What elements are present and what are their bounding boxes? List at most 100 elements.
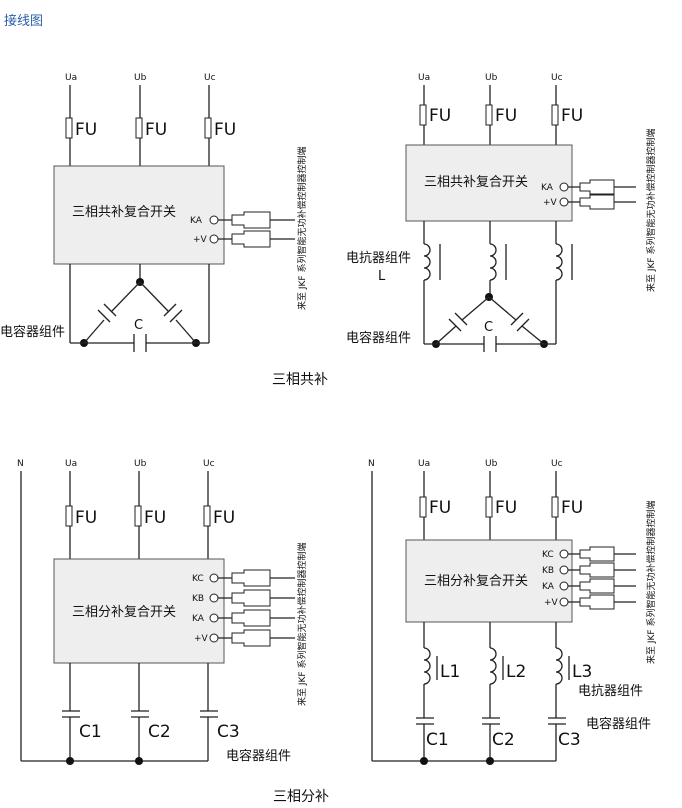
phase-label-uc: Uc <box>551 73 563 83</box>
page-title: 接线图 <box>4 14 44 29</box>
port-ka-terminal <box>209 613 219 623</box>
fuse-icon <box>135 117 143 139</box>
fuse-icon <box>204 117 212 139</box>
phase-label-ub: Ub <box>485 73 498 83</box>
diagram-top-left: Ua Ub Uc FU FU FU 三相共补复合开关 KA +V 来至 JKF … <box>0 73 308 352</box>
fuse-label: FU <box>144 508 166 528</box>
fuse-icon <box>419 104 427 126</box>
signal-arrow-icon <box>231 589 271 607</box>
capacitor-label-c3: C3 <box>558 730 581 750</box>
signal-arrow-icon <box>231 230 271 248</box>
switch-label: 三相共补复合开关 <box>424 175 528 190</box>
signal-arrow-icon <box>579 562 615 578</box>
cap-group-label: 电容器组件 <box>586 716 651 732</box>
capacitor-label: C <box>484 320 493 335</box>
fuse-icon <box>134 505 142 527</box>
neutral-label: N <box>368 459 375 469</box>
fuse-icon <box>485 496 493 518</box>
fuse-icon <box>65 505 73 527</box>
port-v-terminal <box>559 197 569 207</box>
port-kc-label: KC <box>542 550 554 560</box>
signal-arrow-icon <box>579 546 615 562</box>
fuse-label: FU <box>429 498 451 518</box>
fuse-label: FU <box>145 120 167 140</box>
phase-label-ub: Ub <box>134 73 147 83</box>
fuse-label: FU <box>429 106 451 126</box>
cap-group-label: 电容器组件 <box>226 748 291 764</box>
fuse-icon <box>551 104 559 126</box>
signal-arrow-icon <box>231 609 271 627</box>
junction-dot <box>66 757 74 765</box>
diagram-top-right: Ua Ub Uc FU FU FU 三相共补复合开关 KA +V 来至 JKF … <box>346 73 657 352</box>
caption-split: 三相分补 <box>273 789 329 805</box>
signal-arrow-icon <box>579 578 615 594</box>
fuse-label: FU <box>495 498 517 518</box>
phase-label-uc: Uc <box>551 459 563 469</box>
controller-note: 来至 JKF 系列智能无功补偿控制器控制端 <box>645 129 657 292</box>
fuse-icon <box>203 505 211 527</box>
controller-note: 来至 JKF 系列智能无功补偿控制器控制端 <box>296 147 308 310</box>
reactor-label-l1: L1 <box>440 662 460 682</box>
neutral-label: N <box>17 459 24 469</box>
port-kb-terminal <box>559 565 569 575</box>
diagram-bottom-left: N Ua Ub Uc FU FU FU 三相分补复合开关 KC KB KA +V… <box>17 459 308 765</box>
reactor-label-l2: L2 <box>506 662 526 682</box>
port-v-label: +V <box>193 235 208 245</box>
fuse-label: FU <box>75 508 97 528</box>
phase-label-ua: Ua <box>65 459 77 469</box>
signal-arrow-icon <box>231 211 271 229</box>
fuse-label: FU <box>561 106 583 126</box>
capacitor-label: C <box>134 318 143 333</box>
caption-common: 三相共补 <box>272 372 328 388</box>
inductor-icon <box>423 647 431 685</box>
port-ka-label: KA <box>541 183 554 193</box>
fuse-label: FU <box>495 106 517 126</box>
signal-arrow-icon <box>579 194 615 210</box>
signal-arrow-icon <box>579 179 615 195</box>
inductor-icon <box>489 243 497 281</box>
switch-label: 三相分补复合开关 <box>424 574 528 589</box>
capacitor-label-c1: C1 <box>426 730 449 750</box>
fuse-label: FU <box>561 498 583 518</box>
port-ka-terminal <box>209 215 219 225</box>
phase-label-ub: Ub <box>485 459 498 469</box>
phase-label-ua: Ua <box>65 73 77 83</box>
inductor-icon <box>555 243 563 281</box>
phase-label-ua: Ua <box>418 459 430 469</box>
port-ka-terminal <box>559 182 569 192</box>
inductor-icon <box>555 647 563 685</box>
reactor-label-l3: L3 <box>572 662 592 682</box>
reactor-label: L <box>378 269 386 284</box>
reactor-group-label: 电抗器组件 <box>578 684 643 699</box>
port-ka-label: KA <box>542 582 555 592</box>
port-kc-label: KC <box>192 574 204 584</box>
phase-label-uc: Uc <box>203 459 215 469</box>
fuse-label: FU <box>75 120 97 140</box>
fuse-label: FU <box>214 120 236 140</box>
composite-switch-box <box>53 165 225 265</box>
fuse-icon <box>551 496 559 518</box>
controller-note: 来至 JKF 系列智能无功补偿控制器控制端 <box>645 501 657 664</box>
inductor-icon <box>489 647 497 685</box>
inductor-icon <box>423 243 431 281</box>
capacitor-label-c2: C2 <box>492 730 515 750</box>
switch-label: 三相分补复合开关 <box>72 605 176 620</box>
capacitor-label-c3: C3 <box>217 722 240 742</box>
port-ka-label: KA <box>192 614 205 624</box>
controller-note: 来至 JKF 系列智能无功补偿控制器控制端 <box>296 543 308 706</box>
port-v-label: +V <box>544 598 559 608</box>
signal-arrow-icon <box>579 594 615 610</box>
port-ka-terminal <box>559 581 569 591</box>
switch-label: 三相共补复合开关 <box>72 205 176 220</box>
composite-switch-box <box>405 539 573 623</box>
junction-dot <box>135 757 143 765</box>
reactor-group-label: 电抗器组件 <box>346 251 411 266</box>
composite-switch-box <box>53 558 225 664</box>
cap-group-label: 电容器组件 <box>0 324 65 340</box>
junction-dot <box>420 757 428 765</box>
port-ka-label: KA <box>190 216 203 226</box>
fuse-icon <box>485 104 493 126</box>
port-v-label: +V <box>543 198 558 208</box>
port-kc-terminal <box>209 573 219 583</box>
